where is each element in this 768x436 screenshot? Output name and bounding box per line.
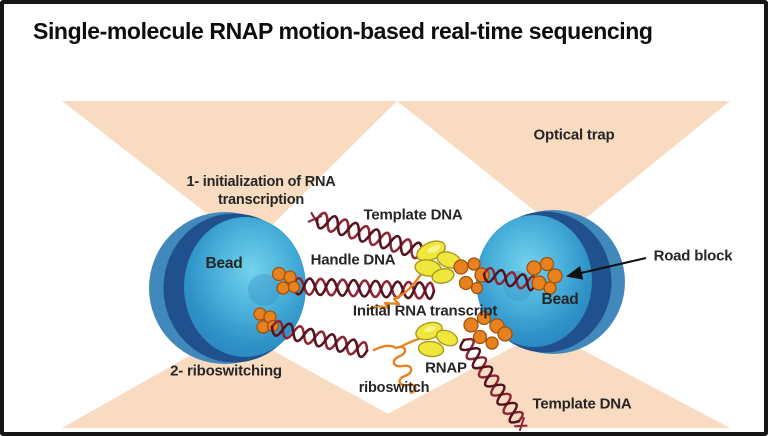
trap-beam-bottom-left	[62, 330, 414, 428]
handle-dna-helix	[291, 276, 436, 301]
trap-beam-top-right	[397, 101, 730, 235]
label-road-block: Road block	[653, 247, 733, 265]
dna-helix-bottom-left	[270, 319, 369, 359]
label-optical-trap: Optical trap	[533, 126, 615, 144]
label-template-dna-top: Template DNA	[363, 206, 463, 224]
label-step1-line2: transcription	[217, 192, 305, 208]
label-bead-right: Bead	[541, 291, 579, 308]
road-block-arrow	[566, 257, 647, 280]
road-block-cluster	[526, 256, 563, 295]
label-riboswitch: riboswitch	[358, 380, 430, 396]
optical-trap-beams	[62, 101, 730, 428]
dna-helix-to-roadblock	[482, 266, 537, 292]
trap-beam-top-left	[62, 101, 397, 247]
trap-beam-bottom-right	[361, 330, 730, 428]
diagram-canvas	[62, 101, 730, 432]
initial-rna-transcript-strand	[368, 266, 427, 311]
rnap-enzyme-bottom	[415, 321, 459, 358]
label-step1-line1: 1- initialization of RNA	[186, 174, 336, 190]
label-bead-left: Bead	[205, 255, 243, 272]
label-step1-initialization: 1- initialization of RNA transcription	[186, 173, 335, 209]
label-rnap: RNAP	[425, 359, 467, 377]
rna-structure-cluster-bottom	[463, 310, 513, 350]
label-initial-rna-transcript: Initial RNA transcript	[352, 302, 498, 320]
label-step2-riboswitching: 2- riboswitching	[170, 362, 282, 380]
label-handle-dna: Handle DNA	[310, 251, 396, 269]
bead-anchor-top	[271, 266, 301, 295]
label-template-dna-bottom: Template DNA	[532, 395, 632, 413]
riboswitch-coil	[372, 344, 417, 395]
template-dna-helix-bottom	[459, 337, 528, 432]
figure-title: Single-molecule RNAP motion-based real-t…	[33, 18, 653, 44]
template-dna-helix-top	[307, 211, 424, 260]
